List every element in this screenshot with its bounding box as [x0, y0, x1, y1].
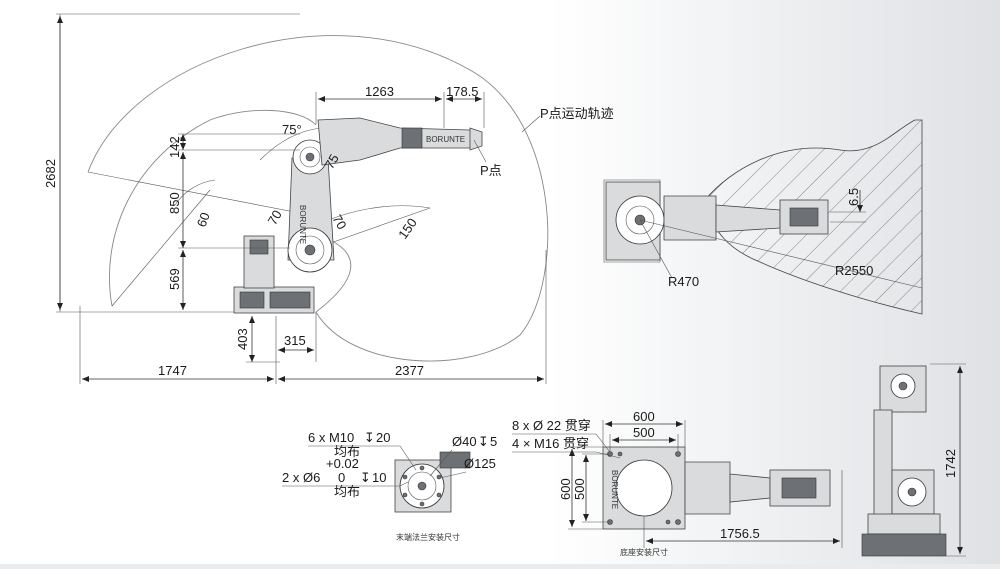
flange-d40-label: Ø40	[452, 434, 477, 449]
flange-m10-even: 均布	[334, 444, 360, 459]
angle-75-top: 75°	[282, 122, 302, 137]
flange-pin-depth-symbol: ↧	[360, 470, 371, 485]
base-dim-1756-5: 1756.5	[720, 526, 760, 541]
flange-d40-depth-symbol: ↧	[478, 434, 489, 449]
base-view: BORUNTE 8 x Ø 22 贯穿 4 × M16 贯穿 600 500 6…	[512, 409, 843, 557]
flange-caption: 末端法兰安装尺寸	[396, 532, 460, 542]
side-view: BORUNTE BORUNTE 75° 75 60 70 70 150 P点 P…	[43, 13, 614, 384]
top-view: R470 R2550 6.5	[603, 119, 923, 315]
dim-142: 142	[167, 136, 182, 158]
base-holes-22: 8 x Ø 22 贯穿	[512, 418, 591, 433]
envelope-radius-line	[87, 171, 311, 216]
work-envelope-outer	[87, 35, 549, 362]
p-point-label: P点	[480, 163, 502, 178]
front-view: 1742	[861, 363, 966, 557]
base-brand: BORUNTE	[610, 470, 619, 509]
base-center-circle	[615, 459, 673, 517]
forearm-brand: BORUNTE	[426, 135, 465, 144]
angle-60: 60	[194, 210, 213, 229]
base-caption: 底座安装尺寸	[620, 547, 668, 557]
flange-d125-label: Ø125	[464, 456, 496, 471]
dim-403: 403	[235, 328, 250, 350]
front-view-base	[861, 533, 947, 557]
angle-150: 150	[395, 215, 420, 241]
flange-pin-depth: 10	[372, 470, 386, 485]
base-dim-500-top: 500	[633, 425, 655, 440]
flange-m10-depth: 20	[376, 430, 390, 445]
dim-r2550: R2550	[835, 263, 873, 278]
base-holes-m16: 4 × M16 贯穿	[512, 436, 589, 451]
flange-m10-depth-symbol: ↧	[364, 430, 375, 445]
wrist-tool	[469, 127, 483, 151]
flange-pin-tol-zero: 0	[338, 470, 345, 485]
dim-850: 850	[167, 192, 182, 214]
dim-1747: 1747	[158, 363, 187, 378]
flange-m10-label: 6 x M10	[308, 430, 354, 445]
dim-r470: R470	[668, 274, 699, 289]
dim-2682: 2682	[43, 159, 58, 188]
dim-1263: 1263	[365, 84, 394, 99]
base-view-arm	[684, 461, 731, 515]
work-envelope-inner	[109, 109, 317, 307]
dim-1742: 1742	[943, 449, 958, 478]
base-dim-500-left: 500	[572, 478, 587, 500]
angle-70-left: 70	[265, 207, 285, 227]
angle-75-mid: 75	[322, 151, 342, 171]
base-dim-600-top: 600	[633, 409, 655, 424]
dim-315: 315	[284, 333, 306, 348]
flange-pin-count: 2 x Ø6	[282, 470, 320, 485]
angle-70-right: 70	[329, 212, 349, 232]
flange-d40-depth: 5	[490, 434, 497, 449]
flange-pin-tol-plus: +0.02	[326, 456, 359, 471]
top-view-arm	[663, 195, 717, 241]
flange-pin-even: 均布	[334, 484, 360, 499]
flange-view: 6 x M10 ↧ 20 均布 +0.02 2 x Ø6 0 ↧ 10 均布 Ø…	[282, 430, 497, 542]
base-dim-600-left: 600	[558, 478, 573, 500]
dim-178-5: 178.5	[446, 84, 479, 99]
dim-2377: 2377	[395, 363, 424, 378]
dim-569: 569	[167, 268, 182, 290]
dim-6-5: 6.5	[846, 188, 861, 206]
p-trajectory-label: P点运动轨迹	[540, 106, 614, 121]
lower-arm-brand: BORUNTE	[298, 205, 307, 244]
